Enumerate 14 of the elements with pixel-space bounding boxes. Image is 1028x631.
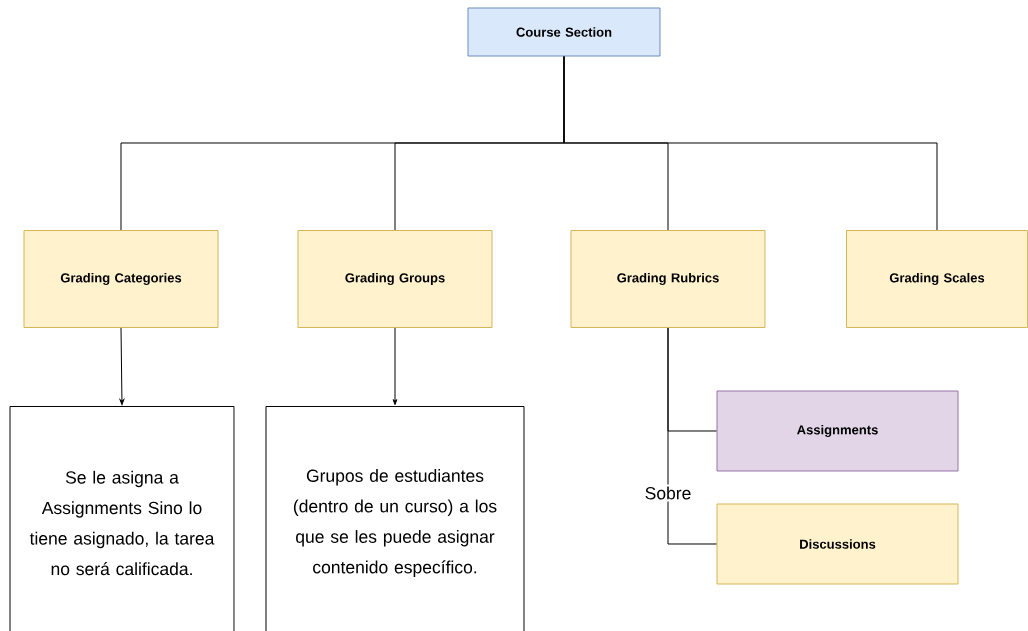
process-box: Grading Rubrics — [570, 230, 766, 328]
connector — [667, 327, 717, 545]
process-box: Course Section — [467, 7, 661, 57]
connector — [563, 56, 938, 231]
text-box: Grupos de estudiantes (dentro de un curso) a los que se les puede asignar contenido específico. — [265, 406, 525, 631]
process-box: Grading Scales — [846, 230, 1028, 328]
process-box: Discussions — [716, 503, 959, 585]
connector — [119, 327, 125, 406]
process-box: Grading Groups — [297, 230, 493, 328]
process-box: Grading Categories — [23, 230, 219, 328]
text-box: Se le asigna a Assignments Sino lo tiene asignado, la tarea no será calificada. — [9, 406, 235, 631]
connector — [392, 327, 398, 406]
edge-label: Sobre — [645, 486, 691, 500]
process-box: Assignments — [716, 390, 959, 472]
